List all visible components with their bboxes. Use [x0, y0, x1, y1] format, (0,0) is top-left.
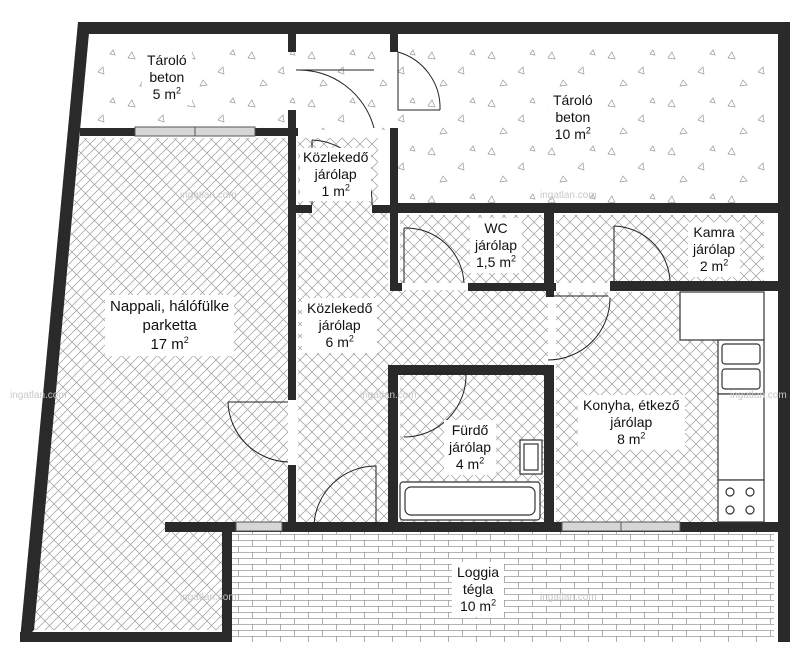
room-area: 1 m2 — [321, 182, 350, 199]
room-area: 10 m2 — [554, 125, 591, 142]
room-name: Nappali, hálófülke — [110, 298, 230, 315]
room-area: 2 m2 — [699, 257, 729, 274]
wall-living-right-low — [288, 465, 296, 527]
windows — [134, 126, 681, 532]
watermark: ingatlan.com — [730, 390, 787, 401]
room-material: parketta — [142, 317, 197, 334]
room-name: Kamra — [693, 224, 735, 240]
room-name: Tároló — [553, 92, 593, 108]
room-label-kitchen: Konyha, étkező járólap 8 m2 — [578, 395, 685, 450]
wall-bath-right — [544, 365, 554, 527]
watermark: ingatlan.com — [360, 390, 417, 401]
hall-floor — [388, 290, 548, 365]
wall-storage-large-bottom — [390, 203, 778, 213]
window-living — [235, 521, 283, 532]
room-material: járólap — [693, 241, 736, 257]
wall-living-bottom-step — [222, 530, 232, 640]
room-area: 8 m2 — [617, 430, 646, 447]
wall-top — [78, 22, 790, 34]
door-kitchen — [547, 295, 611, 361]
room-material: járólap — [475, 237, 518, 253]
wall-corridor-right-top — [390, 213, 398, 283]
room-area: 6 m2 — [325, 333, 354, 350]
door-pantry — [613, 225, 671, 282]
room-area: 10 m2 — [459, 597, 497, 614]
walls — [20, 22, 790, 642]
wall-living-right — [288, 136, 296, 400]
room-label-corridor-small: Közlekedő járólap 1 m2 — [300, 148, 372, 201]
room-name: Konyha, étkező — [583, 397, 680, 413]
fixtures — [399, 291, 765, 523]
wall-wc-bottom — [390, 283, 402, 291]
wall-wc-right — [544, 213, 554, 291]
room-label-wc: WC járólap 1,5 m2 — [470, 218, 523, 273]
stove — [717, 479, 765, 523]
room-area: 1,5 m2 — [475, 253, 517, 270]
wall-right — [778, 22, 790, 642]
room-name: Loggia — [457, 564, 500, 580]
wall-storage-large-left — [390, 128, 398, 208]
room-label-storage-small: Tároló beton 5 m2 — [142, 50, 192, 105]
watermark: ingatlan.com — [10, 390, 67, 401]
wall-bottom — [20, 632, 232, 642]
room-material: járólap — [610, 414, 653, 430]
room-label-loggia: Loggia tégla 10 m2 — [452, 562, 505, 617]
door-bath — [403, 372, 467, 438]
wall-storage-divider-low — [288, 110, 296, 138]
wall-wc-bottom-right — [468, 283, 556, 291]
room-material: járólap — [318, 317, 361, 333]
wall-corridor-bottom-left — [296, 522, 310, 530]
wall-bath-left — [388, 365, 398, 527]
room-name: Fürdő — [451, 422, 489, 438]
corridor-main-floor — [298, 210, 388, 528]
room-material: járólap — [314, 166, 357, 182]
door-storage-small — [295, 69, 375, 129]
room-name: WC — [484, 220, 508, 236]
storage-small-floor — [87, 45, 387, 130]
room-label-pantry: Kamra járólap 2 m2 — [688, 222, 741, 277]
door-storage-large — [397, 51, 441, 111]
room-material: beton — [555, 109, 591, 125]
room-name: Közlekedő — [307, 300, 373, 316]
watermark: ingatlan.com — [540, 190, 597, 201]
door-entrance — [313, 465, 377, 527]
room-name: Tároló — [147, 52, 187, 68]
living-floor — [32, 138, 288, 630]
room-label-storage-large: Tároló beton 10 m2 — [548, 90, 598, 145]
room-area: 5 m2 — [152, 85, 182, 102]
door-living — [227, 401, 289, 463]
room-material: járólap — [449, 439, 492, 455]
door-wc — [403, 227, 465, 284]
wall-kitchen-left-top — [546, 291, 554, 297]
watermark: ingatlan.com — [180, 190, 237, 201]
room-area: 17 m2 — [150, 335, 189, 354]
wall-storage-divider — [288, 34, 296, 52]
wall-pantry-bottom — [610, 281, 778, 291]
kitchen-counter — [679, 291, 765, 341]
room-name: Közlekedő — [303, 149, 369, 165]
room-label-bathroom: Fürdő járólap 4 m2 — [444, 420, 497, 475]
room-label-corridor-main: Közlekedő járólap 6 m2 — [302, 298, 378, 353]
room-material: tégla — [462, 581, 494, 597]
wall-corridor-small-bottom-left — [288, 205, 312, 213]
room-area: 4 m2 — [455, 455, 485, 472]
wall-left — [20, 22, 90, 640]
room-material: beton — [149, 69, 185, 85]
wall-loggia-top — [165, 522, 778, 532]
kitchen-cabinet — [717, 393, 765, 481]
watermark: ingatlan.com — [180, 592, 237, 603]
room-label-living: Nappali, hálófülke parketta 17 m2 — [105, 295, 235, 356]
watermark: ingatlan.com — [540, 592, 597, 603]
wall-corridor-small-bottom-right — [372, 205, 392, 213]
wall-bath-top — [388, 365, 554, 375]
wall-storage-large-left-top — [390, 34, 398, 52]
